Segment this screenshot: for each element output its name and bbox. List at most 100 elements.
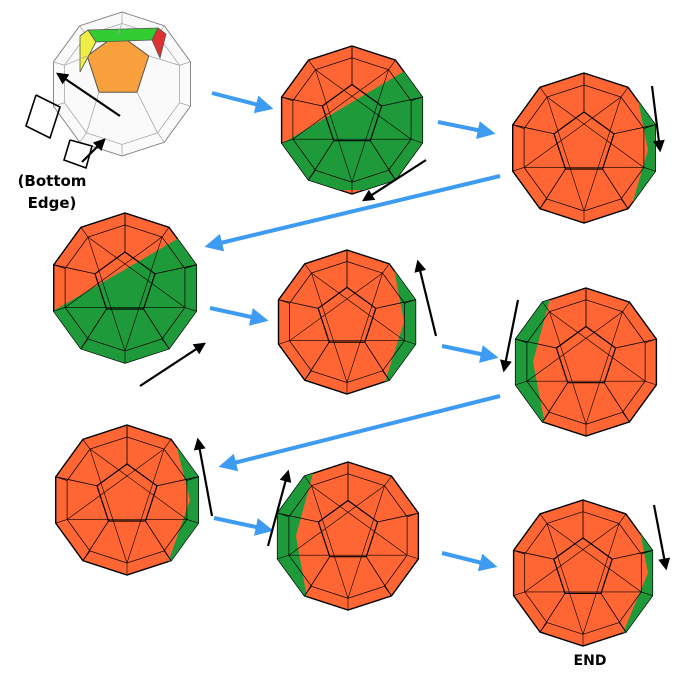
rim-edge <box>80 338 89 349</box>
rim-edge <box>388 59 396 70</box>
rim-edge <box>645 338 657 344</box>
rim-edge <box>407 512 419 518</box>
corner-edge <box>55 476 98 487</box>
corner-edge <box>603 382 630 423</box>
rim-edge <box>539 622 548 633</box>
corner-edge <box>613 124 656 135</box>
wire-edge <box>86 92 100 134</box>
wire-edge <box>179 102 191 107</box>
rim-edge <box>82 439 91 450</box>
center-pentagon <box>96 463 158 522</box>
center-pentagon <box>94 251 156 310</box>
flow-arrow <box>437 120 496 139</box>
rim-edge <box>641 591 653 596</box>
corner-edge <box>381 96 423 107</box>
flow-arrow <box>441 344 499 363</box>
rim-edge <box>618 622 627 633</box>
corner-edge <box>154 264 197 275</box>
rim-edge <box>643 124 656 129</box>
cross-line <box>126 448 165 564</box>
center-face <box>86 32 150 93</box>
wire-edge <box>64 55 88 66</box>
rim-edge <box>163 550 172 561</box>
cross-line <box>311 485 349 599</box>
bracket-lower <box>63 139 93 170</box>
cross-line <box>526 311 623 382</box>
cross-line <box>288 485 385 556</box>
green-region <box>53 220 197 363</box>
corner-edge <box>615 338 657 349</box>
dodecahedron-step-8 <box>276 461 420 611</box>
move-arrow <box>193 437 214 517</box>
bottom-edge-label: (Bottom Edge) <box>4 170 100 214</box>
rim-edge <box>55 476 68 481</box>
cross-line <box>546 96 585 212</box>
rim-edge <box>384 475 392 486</box>
rim-edge <box>404 299 416 304</box>
corner-edge <box>80 308 107 349</box>
rim-edge <box>161 338 170 349</box>
corner-edge <box>143 308 170 349</box>
move-arrow <box>499 299 520 373</box>
cross-line <box>89 448 188 520</box>
wire-edge <box>136 92 158 134</box>
move-arrow <box>56 72 121 117</box>
rim-edge <box>645 380 657 386</box>
cross-line <box>523 96 622 168</box>
move-arrow <box>81 138 106 163</box>
cross-line <box>89 448 128 564</box>
cross-line <box>351 69 389 183</box>
corner-edge <box>145 520 172 561</box>
bracket-upper <box>25 94 61 140</box>
corner-edge <box>364 341 390 381</box>
dodecahedron-start <box>25 11 191 170</box>
rim-edge <box>539 198 548 209</box>
move-arrow <box>139 342 207 387</box>
rim-edge <box>515 380 527 386</box>
cross-line <box>546 523 642 593</box>
rim-edge <box>308 59 316 70</box>
end-label: END <box>573 653 607 669</box>
corner-edge <box>281 96 323 107</box>
rim-edge <box>163 439 172 450</box>
facet-lines <box>277 462 419 610</box>
flow-arrow <box>209 306 269 326</box>
rim-edge <box>618 513 627 524</box>
center-pentagon <box>553 111 615 170</box>
corner-edge <box>539 593 566 633</box>
rim-edge <box>513 591 525 596</box>
rim-edge <box>539 513 548 524</box>
rim-edge <box>512 124 525 129</box>
rim-edge <box>308 170 316 181</box>
rim-edge <box>384 586 392 597</box>
flow-arrow <box>204 174 501 252</box>
yellow-sticker <box>79 29 97 73</box>
facet-lines <box>53 213 197 363</box>
red-sticker <box>151 27 167 60</box>
flow-arrow <box>218 394 501 472</box>
dodecahedron-step-6 <box>514 287 658 437</box>
rim-edge <box>411 138 423 144</box>
rim-edge <box>539 87 548 98</box>
rim-edge <box>641 550 653 555</box>
rim-edge <box>411 96 423 102</box>
rim-edge <box>277 512 289 518</box>
rim-edge <box>622 301 630 312</box>
rim-edge <box>304 586 312 597</box>
cross-line <box>582 523 620 635</box>
corner-edge <box>365 556 392 597</box>
corner-edge <box>542 382 569 423</box>
wire-edge <box>148 55 180 66</box>
corner-edge <box>612 550 653 560</box>
corner-edge <box>512 124 555 135</box>
cross-line <box>549 311 587 425</box>
center-pentagon <box>317 499 379 558</box>
rim-edge <box>55 519 68 524</box>
cross-line <box>292 69 389 140</box>
wire-edge <box>117 23 123 34</box>
facet-lines <box>515 288 657 436</box>
corner-edge <box>308 140 335 181</box>
cross-line <box>311 272 405 341</box>
rim-edge <box>304 263 312 274</box>
